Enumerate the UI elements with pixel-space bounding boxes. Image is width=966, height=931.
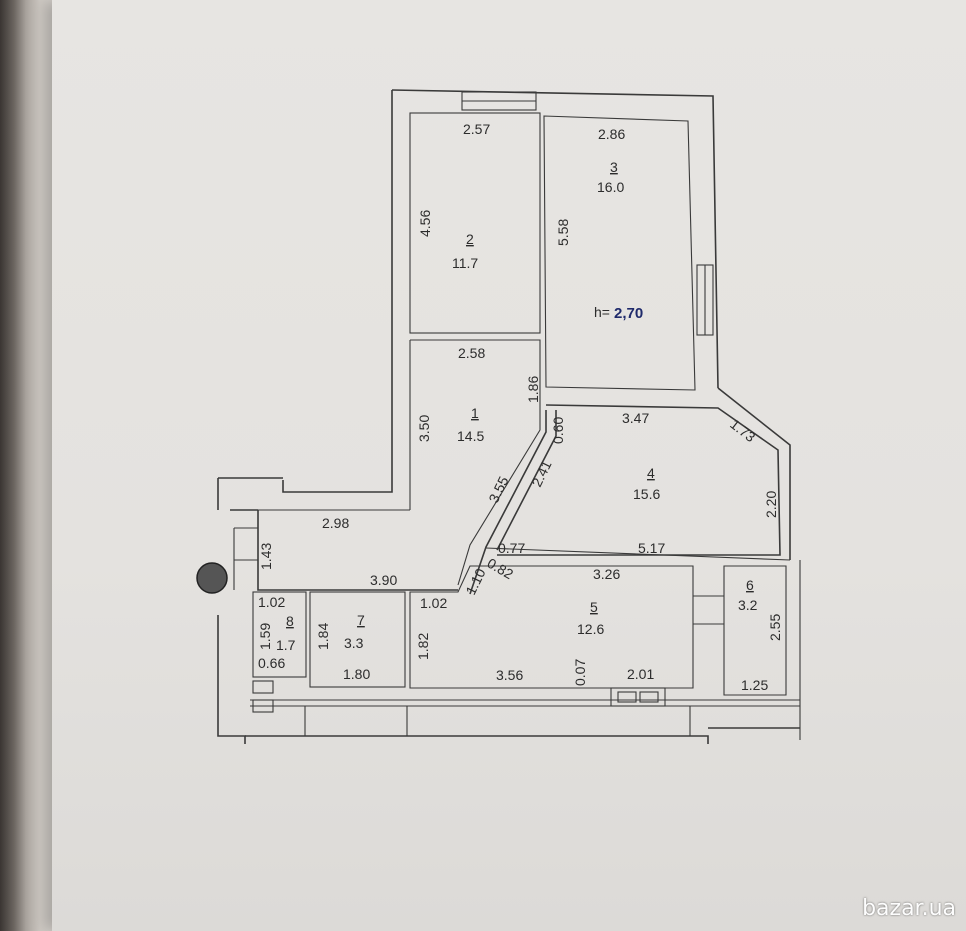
svg-text:1.10: 1.10 bbox=[462, 566, 488, 598]
svg-text:6: 6 bbox=[746, 577, 754, 593]
svg-text:4: 4 bbox=[647, 465, 655, 481]
room-5-label: 5 12.6 bbox=[577, 599, 604, 637]
svg-text:7: 7 bbox=[357, 612, 365, 628]
room-8-label: 8 1.7 bbox=[276, 613, 296, 653]
svg-text:2.41: 2.41 bbox=[528, 458, 554, 490]
svg-text:0.07: 0.07 bbox=[572, 659, 588, 686]
svg-text:0.66: 0.66 bbox=[258, 655, 285, 671]
room-2-label: 2 11.7 bbox=[452, 231, 478, 271]
svg-text:3.2: 3.2 bbox=[738, 597, 758, 613]
svg-text:0.77: 0.77 bbox=[498, 540, 525, 556]
svg-text:1.25: 1.25 bbox=[741, 677, 768, 693]
room-1-label: 1 14.5 bbox=[457, 405, 484, 444]
svg-text:5.58: 5.58 bbox=[555, 219, 571, 246]
document-page: 2 11.7 3 16.0 h= 2,70 1 14.5 4 15.6 5 12… bbox=[52, 0, 966, 931]
svg-text:3: 3 bbox=[610, 159, 618, 175]
svg-text:3.56: 3.56 bbox=[496, 667, 523, 683]
svg-text:1.43: 1.43 bbox=[258, 543, 274, 570]
room-4-label: 4 15.6 bbox=[633, 465, 660, 502]
svg-text:1.82: 1.82 bbox=[415, 633, 431, 660]
svg-text:14.5: 14.5 bbox=[457, 428, 484, 444]
svg-text:1.73: 1.73 bbox=[727, 416, 758, 446]
svg-text:2: 2 bbox=[466, 231, 474, 247]
svg-text:15.6: 15.6 bbox=[633, 486, 660, 502]
room-7-label: 7 3.3 bbox=[344, 612, 365, 651]
svg-text:2.01: 2.01 bbox=[627, 666, 654, 682]
svg-text:12.6: 12.6 bbox=[577, 621, 604, 637]
svg-text:1.7: 1.7 bbox=[276, 637, 296, 653]
svg-text:5.17: 5.17 bbox=[638, 540, 665, 556]
svg-text:16.0: 16.0 bbox=[597, 179, 624, 195]
svg-text:5: 5 bbox=[590, 599, 598, 615]
walls bbox=[217, 89, 801, 744]
svg-text:4.56: 4.56 bbox=[417, 210, 433, 237]
svg-text:1.02: 1.02 bbox=[258, 594, 285, 610]
svg-text:3.90: 3.90 bbox=[370, 572, 397, 588]
svg-text:2.55: 2.55 bbox=[767, 614, 783, 641]
svg-text:2.58: 2.58 bbox=[458, 345, 485, 361]
svg-text:8: 8 bbox=[286, 613, 294, 629]
svg-text:2,70: 2,70 bbox=[614, 305, 643, 322]
svg-text:3.47: 3.47 bbox=[622, 410, 649, 426]
watermark-logo: bazar.ua bbox=[862, 896, 956, 921]
room-3-label: 3 16.0 bbox=[597, 159, 624, 195]
svg-text:3.50: 3.50 bbox=[416, 415, 432, 442]
svg-text:1: 1 bbox=[471, 405, 479, 421]
svg-text:1.80: 1.80 bbox=[343, 666, 370, 682]
svg-text:2.57: 2.57 bbox=[463, 121, 490, 137]
svg-text:0.60: 0.60 bbox=[550, 417, 566, 444]
svg-text:3.26: 3.26 bbox=[593, 566, 620, 582]
floor-plan: 2 11.7 3 16.0 h= 2,70 1 14.5 4 15.6 5 12… bbox=[196, 89, 801, 744]
svg-text:h=: h= bbox=[594, 304, 610, 320]
svg-text:1.02: 1.02 bbox=[420, 595, 447, 611]
svg-text:2.86: 2.86 bbox=[598, 126, 625, 142]
svg-text:1.86: 1.86 bbox=[525, 376, 541, 403]
svg-text:11.7: 11.7 bbox=[452, 255, 478, 271]
svg-text:2.98: 2.98 bbox=[322, 515, 349, 531]
svg-text:1.84: 1.84 bbox=[315, 623, 331, 650]
svg-text:2.20: 2.20 bbox=[763, 491, 779, 518]
svg-text:1.59: 1.59 bbox=[257, 623, 273, 650]
svg-text:3.3: 3.3 bbox=[344, 635, 364, 651]
svg-text:3.55: 3.55 bbox=[485, 474, 511, 506]
svg-text:0.82: 0.82 bbox=[485, 555, 517, 583]
vent-circle-icon bbox=[196, 562, 228, 594]
ceiling-height-note: h= 2,70 bbox=[594, 304, 643, 322]
room-6-label: 6 3.2 bbox=[738, 577, 758, 613]
